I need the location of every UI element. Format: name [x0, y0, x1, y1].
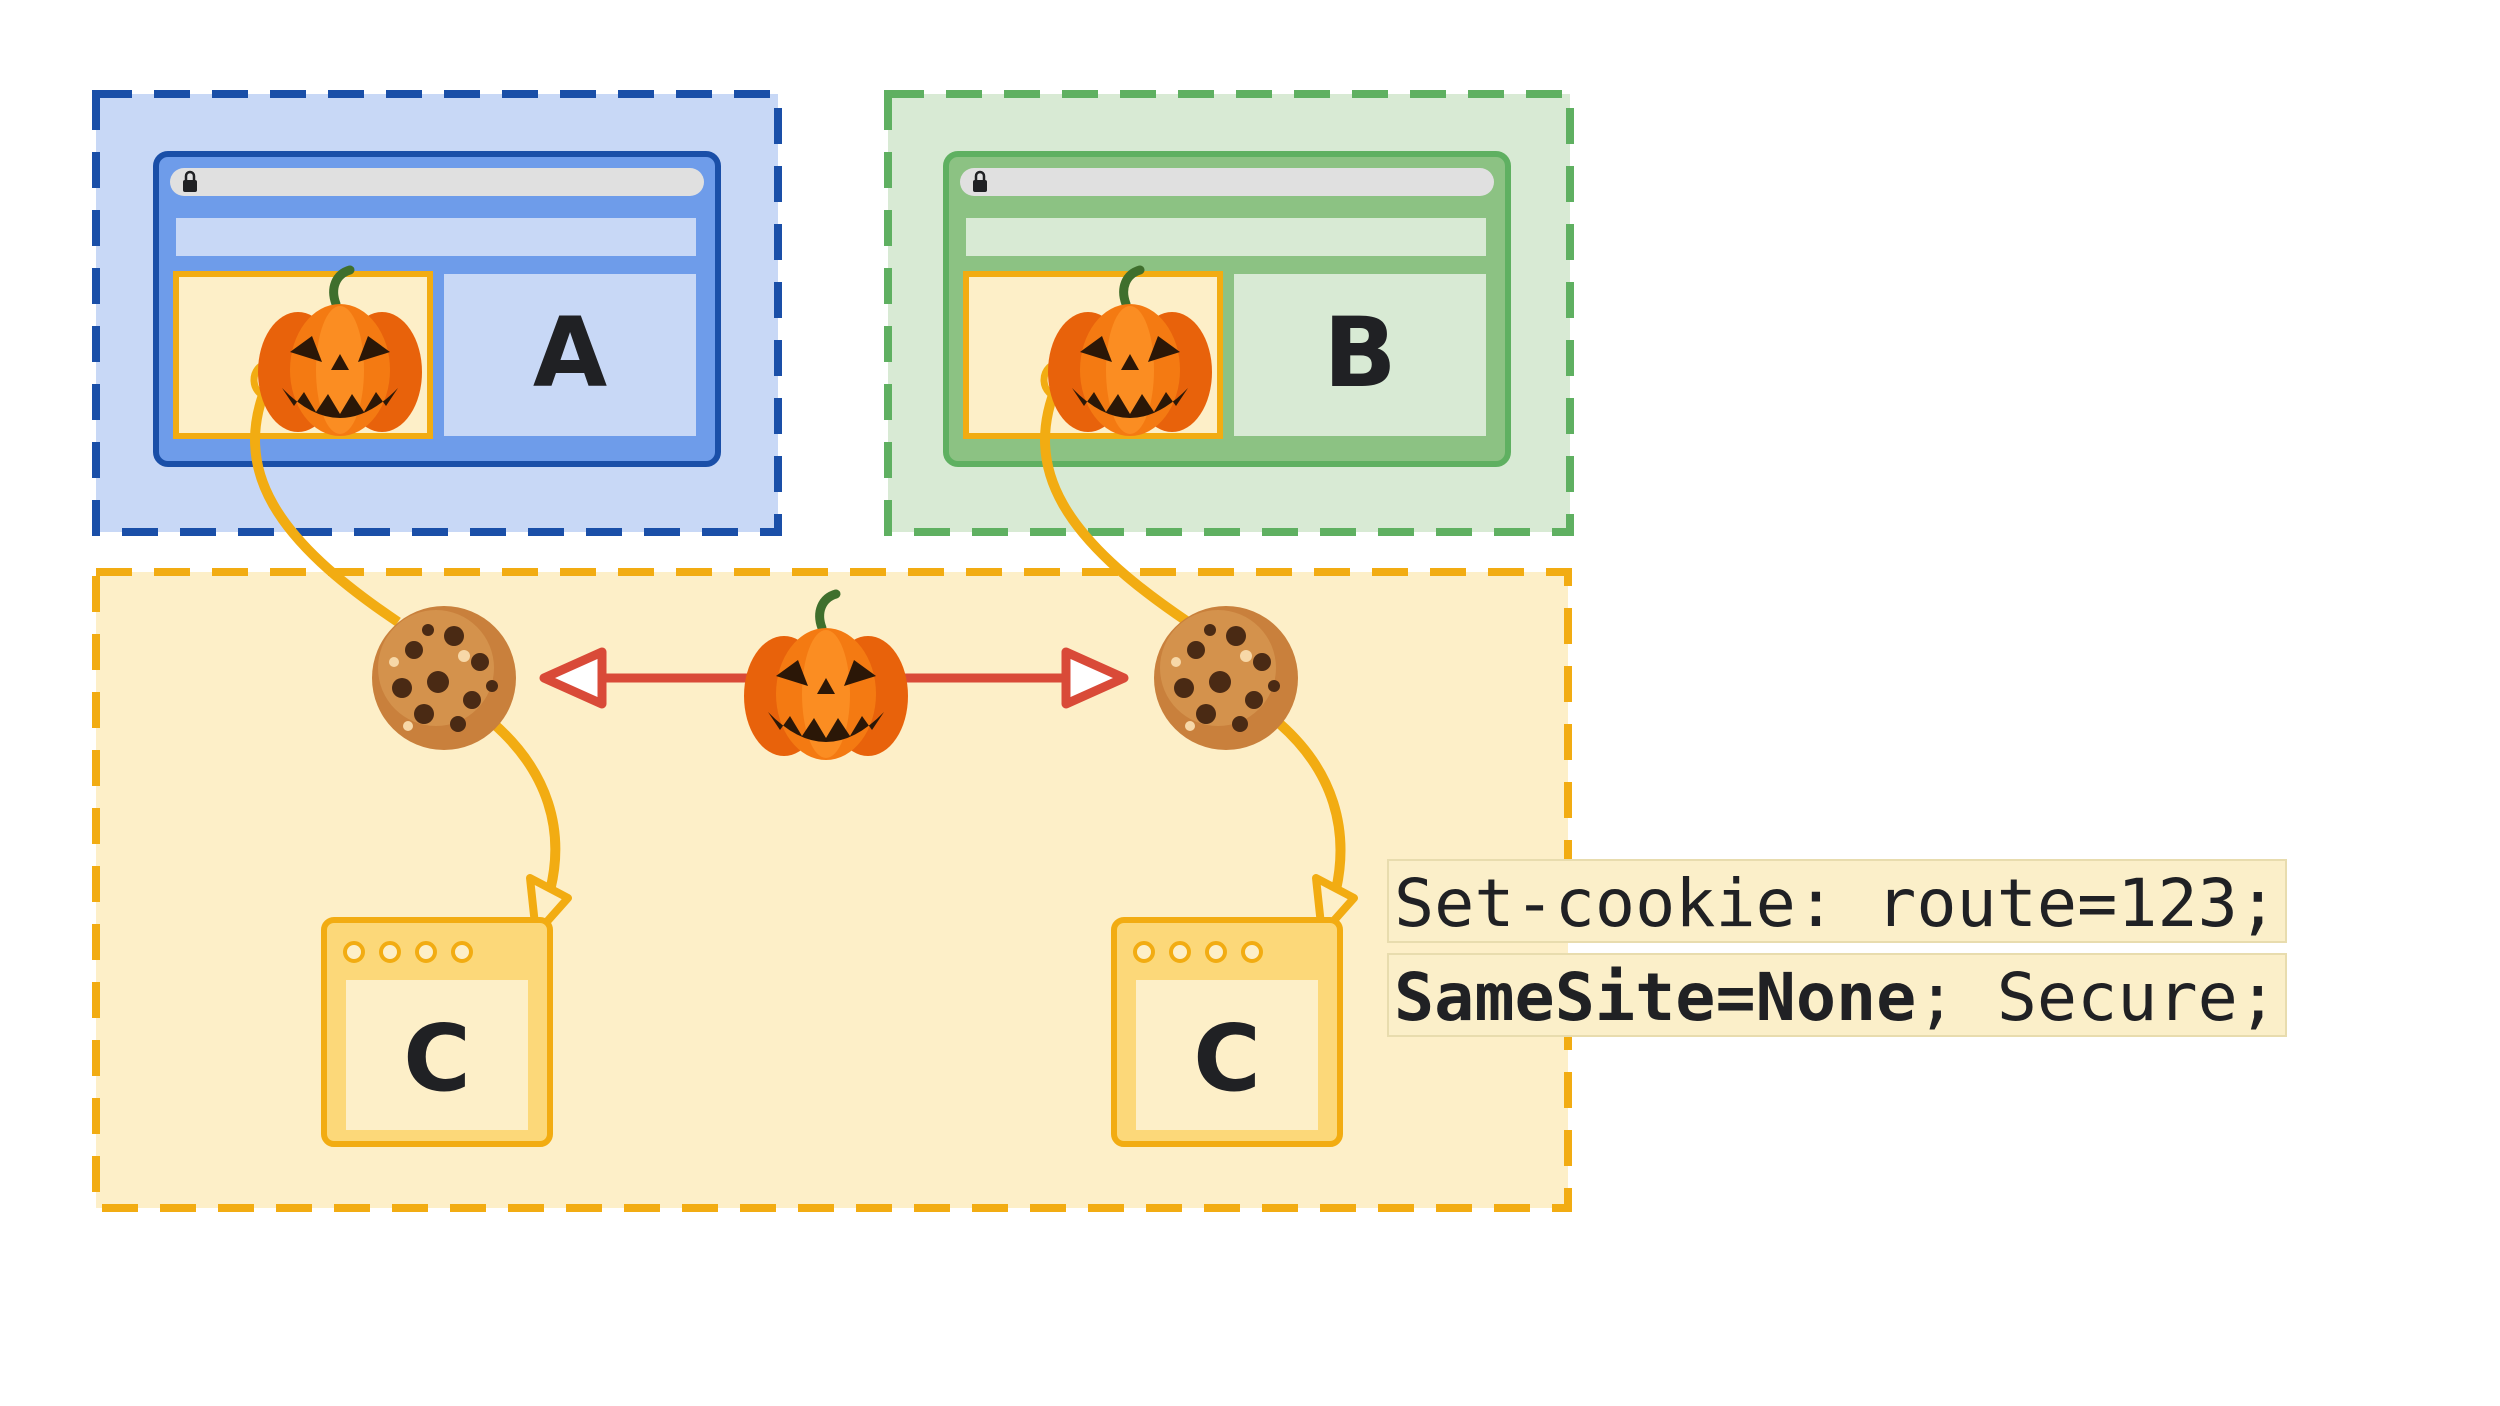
secure-directive: ; Secure;: [1916, 959, 2278, 1036]
header-line1: Set-cookie: route=123;: [1394, 865, 2278, 942]
window-dots-icon: [343, 941, 473, 963]
site-c-label-right: C: [1193, 1005, 1261, 1112]
samesite-directive: SameSite=None: [1394, 959, 1916, 1036]
site-c-window-right: C: [1111, 917, 1343, 1147]
page-header-bar: [176, 218, 696, 256]
site-b-content: [1234, 274, 1486, 436]
site-c-window-left: C: [321, 917, 553, 1147]
window-dots-icon: [1133, 941, 1263, 963]
connector-cookie-to-c-left: [490, 720, 561, 900]
tracking-arrow-left: [539, 647, 607, 709]
browser-window-a: A: [153, 151, 721, 467]
page-header-bar: [966, 218, 1486, 256]
cookie-icon: [372, 606, 516, 750]
site-c-label-left: C: [403, 1005, 471, 1112]
site-a-label: A: [533, 297, 607, 409]
connector-cookie-to-c-right: [1276, 720, 1346, 900]
set-cookie-header: Set-cookie: route=123; SameSite=None; Se…: [1387, 859, 2287, 1037]
site-a-content: [444, 274, 696, 436]
tracking-arrow-right: [1061, 647, 1129, 709]
header-line2-box: [1387, 953, 2287, 1037]
site-b-label: B: [1323, 297, 1396, 409]
connector-b-to-cookie: [1040, 380, 1191, 627]
address-bar: [960, 168, 1494, 196]
connector-a-to-cookie: [250, 380, 401, 627]
address-bar: [170, 168, 704, 196]
cookie-icon: [1154, 606, 1298, 750]
header-line2: SameSite=None; Secure;: [1394, 959, 2278, 1036]
browser-window-b: B: [943, 151, 1511, 467]
header-line1-box: [1387, 859, 2287, 943]
